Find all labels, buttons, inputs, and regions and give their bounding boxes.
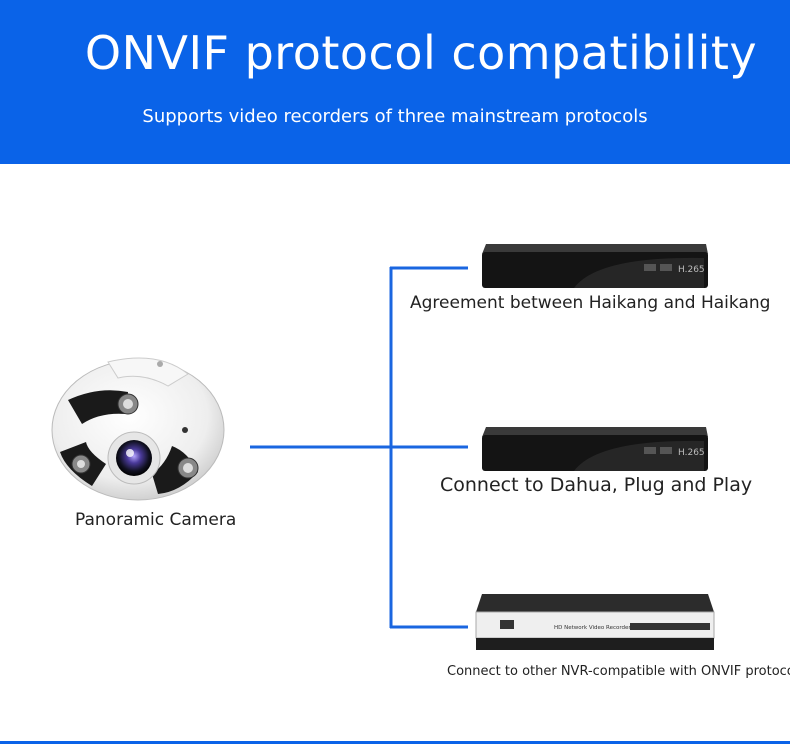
camera-label: Panoramic Camera bbox=[75, 510, 237, 530]
nvr-recorder-silver-icon: HD Network Video Recorder bbox=[475, 594, 715, 650]
codec-badge: H.265 bbox=[678, 265, 705, 275]
page-subtitle: Supports video recorders of three mainst… bbox=[142, 106, 648, 127]
header-banner: ONVIF protocol compatibility Supports vi… bbox=[0, 0, 790, 164]
nvr-recorder-icon: H.265 bbox=[482, 427, 708, 471]
fisheye-camera-icon bbox=[51, 357, 225, 501]
recorder-panel-text: HD Network Video Recorder bbox=[554, 625, 631, 631]
codec-badge: H.265 bbox=[678, 448, 705, 458]
recorder-2-label: Connect to Dahua, Plug and Play bbox=[440, 474, 753, 496]
recorder-1-label: Agreement between Haikang and Haikang bbox=[410, 293, 771, 313]
footer-divider bbox=[0, 741, 790, 744]
nvr-recorder-icon: H.265 bbox=[482, 244, 708, 288]
recorder-3-label: Connect to other NVR-compatible with ONV… bbox=[447, 664, 790, 679]
page-title: ONVIF protocol compatibility bbox=[84, 26, 758, 80]
